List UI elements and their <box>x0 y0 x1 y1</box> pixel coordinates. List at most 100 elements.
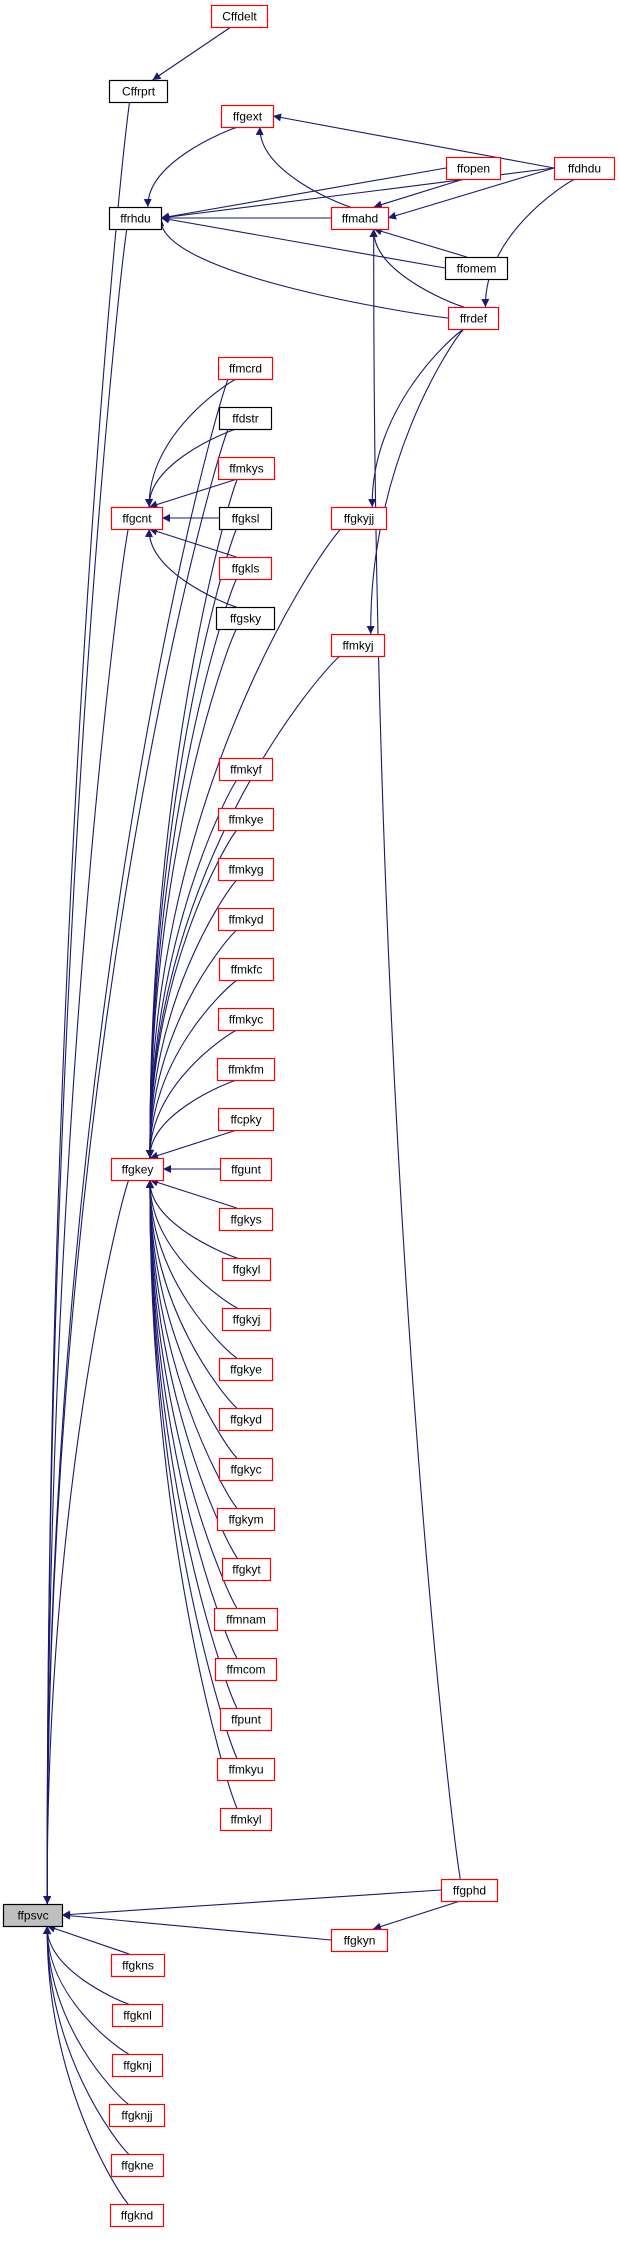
node-label-ffgunt: ffgunt <box>231 1163 261 1177</box>
node-label-ffdstr: ffdstr <box>232 412 258 426</box>
node-ffgkyj[interactable]: ffgkyj <box>221 1307 272 1332</box>
node-box-ffgkyn <box>330 1928 389 1953</box>
node-ffgkne[interactable]: ffgkne <box>110 2153 165 2178</box>
node-ffmkys[interactable]: ffmkys <box>217 456 276 481</box>
node-ffmkyj[interactable]: ffmkyj <box>330 633 386 658</box>
node-ffmkfm[interactable]: ffmkfm <box>216 1057 276 1082</box>
node-ffmkyl[interactable]: ffmkyl <box>219 1807 273 1832</box>
node-label-ffmkye: ffmkye <box>228 813 263 827</box>
node-ffgphd[interactable]: ffgphd <box>440 1878 499 1903</box>
node-ffgkls[interactable]: ffgkls <box>218 556 273 581</box>
node-label-ffgkyt: ffgkyt <box>232 1563 261 1577</box>
edge-ffgknl-to-ffpsvc <box>42 1925 129 2005</box>
node-ffgknjj[interactable]: ffgknjj <box>108 2103 166 2128</box>
node-label-ffgkyd: ffgkyd <box>230 1413 262 1427</box>
edge-ffmcrd-to-ffgcnt <box>145 378 237 508</box>
node-label-ffgkne: ffgkne <box>121 2159 154 2173</box>
node-label-Cffrprt: Cffrprt <box>122 85 156 99</box>
node-ffmkyc[interactable]: ffmkyc <box>217 1007 275 1032</box>
node-label-ffrhdu: ffrhdu <box>120 212 150 226</box>
edge-ffmcom-to-ffgkey <box>145 1179 238 1659</box>
node-ffgcnt[interactable]: ffgcnt <box>110 506 164 531</box>
edge-ffgsky-to-ffgkey <box>145 628 237 1159</box>
node-ffrhdu[interactable]: ffrhdu <box>108 206 163 231</box>
node-ffgksl[interactable]: ffgksl <box>218 506 273 531</box>
node-box-ffmkyl <box>219 1807 273 1832</box>
node-ffgkyc[interactable]: ffgkyc <box>218 1457 274 1482</box>
edge-ffomem-to-ffrhdu <box>160 215 446 269</box>
node-ffgknj[interactable]: ffgknj <box>111 2053 164 2078</box>
node-ffmkyd[interactable]: ffmkyd <box>217 907 275 932</box>
node-ffrdef[interactable]: ffrdef <box>447 306 500 331</box>
node-ffopen[interactable]: ffopen <box>445 156 502 181</box>
node-box-ffmnam <box>213 1607 279 1632</box>
node-ffgsky[interactable]: ffgsky <box>215 606 276 631</box>
node-box-ffdhdu <box>553 156 616 181</box>
node-label-ffgkyc: ffgkyc <box>230 1463 261 1477</box>
node-ffgkyjj[interactable]: ffgkyjj <box>330 506 388 531</box>
node-ffgkyt[interactable]: ffgkyt <box>221 1557 272 1582</box>
edge-ffdhdu-to-ffmahd <box>387 167 555 220</box>
node-label-ffmkys: ffmkys <box>229 462 263 476</box>
node-box-ffpsvc <box>2 1903 64 1928</box>
node-label-ffmcrd: ffmcrd <box>229 362 262 376</box>
node-ffmkfc[interactable]: ffmkfc <box>218 957 275 982</box>
node-ffgkns[interactable]: ffgkns <box>110 1953 166 1978</box>
node-box-ffmkyg <box>217 857 275 882</box>
node-ffgknd[interactable]: ffgknd <box>109 2203 165 2228</box>
node-box-ffmkyd <box>217 907 275 932</box>
node-ffmkyg[interactable]: ffmkyg <box>217 857 275 882</box>
node-ffmcom[interactable]: ffmcom <box>214 1657 278 1682</box>
edge-ffmkyc-to-ffgkey <box>145 1029 238 1159</box>
node-box-ffmahd <box>330 206 390 231</box>
node-label-ffgkls: ffgkls <box>232 562 260 576</box>
node-ffdstr[interactable]: ffdstr <box>218 406 273 431</box>
edge-ffgkns-to-ffpsvc <box>47 1924 130 1955</box>
node-box-ffmkfc <box>218 957 275 982</box>
edge-ffmkfc-to-ffgkey <box>145 979 238 1159</box>
node-box-ffmcom <box>214 1657 278 1682</box>
node-ffgkym[interactable]: ffgkym <box>216 1507 276 1532</box>
node-Cffrprt[interactable]: Cffrprt <box>108 79 169 104</box>
edge-ffmcrd-to-ffpsvc <box>43 378 229 1905</box>
edge-ffgkyd-to-ffgkey <box>145 1179 238 1409</box>
node-ffgkye[interactable]: ffgkye <box>218 1357 274 1382</box>
node-ffgkys[interactable]: ffgkys <box>218 1207 274 1232</box>
node-label-ffgknd: ffgknd <box>121 2209 153 2223</box>
node-label-ffmkyl: ffmkyl <box>230 1813 261 1827</box>
node-ffgknl[interactable]: ffgknl <box>111 2003 164 2028</box>
edge-ffmkyl-to-ffgkey <box>145 1179 238 1809</box>
node-box-ffgsky <box>215 606 276 631</box>
node-ffgkyl[interactable]: ffgkyl <box>221 1257 272 1282</box>
edge-ffgkey-to-ffpsvc <box>43 1179 130 1905</box>
node-ffgkyd[interactable]: ffgkyd <box>218 1407 274 1432</box>
node-label-ffgkyn: ffgkyn <box>344 1934 376 1948</box>
node-ffmnam[interactable]: ffmnam <box>213 1607 279 1632</box>
node-ffgunt[interactable]: ffgunt <box>219 1157 273 1182</box>
node-label-ffmkfm: ffmkfm <box>228 1063 264 1077</box>
node-ffgkyn[interactable]: ffgkyn <box>330 1928 389 1953</box>
node-label-ffmahd: ffmahd <box>342 212 378 226</box>
node-ffdhdu[interactable]: ffdhdu <box>553 156 616 181</box>
node-label-ffgsky: ffgsky <box>230 612 261 626</box>
edge-ffgkyt-to-ffgkey <box>145 1179 238 1559</box>
node-ffmahd[interactable]: ffmahd <box>330 206 390 231</box>
node-box-ffgkyd <box>218 1407 274 1432</box>
node-box-ffgknjj <box>108 2103 166 2128</box>
edge-ffmkyd-to-ffgkey <box>145 929 238 1159</box>
node-Cffdelt[interactable]: Cffdelt <box>210 4 269 29</box>
node-ffmkyu[interactable]: ffmkyu <box>216 1757 276 1782</box>
node-ffgkey[interactable]: ffgkey <box>110 1157 165 1182</box>
node-ffgext[interactable]: ffgext <box>220 104 275 129</box>
node-box-ffrhdu <box>108 206 163 231</box>
node-ffpunt[interactable]: ffpunt <box>219 1707 273 1732</box>
node-ffcpky[interactable]: ffcpky <box>217 1107 275 1132</box>
node-box-ffgkyc <box>218 1457 274 1482</box>
edge-ffrdef-to-ffmahd <box>369 228 465 308</box>
node-ffmkyf[interactable]: ffmkyf <box>218 757 274 782</box>
node-ffmcrd[interactable]: ffmcrd <box>217 356 274 381</box>
node-box-ffrdef <box>447 306 500 331</box>
node-ffmkye[interactable]: ffmkye <box>217 807 275 832</box>
node-ffomem[interactable]: ffomem <box>444 256 509 281</box>
